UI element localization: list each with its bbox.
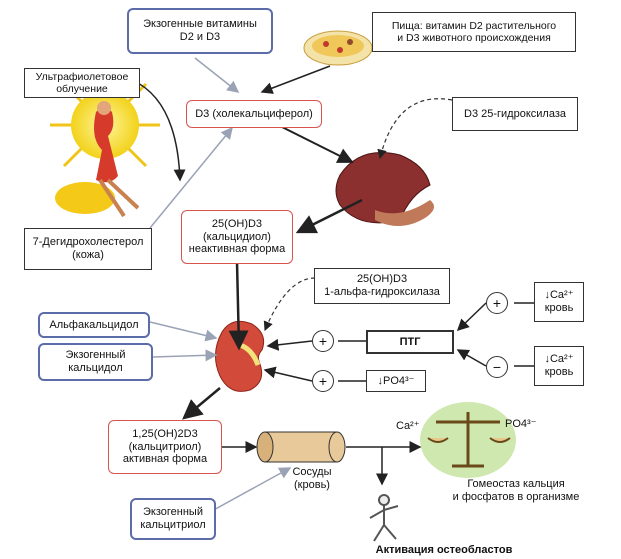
minus-sign-1: − bbox=[486, 356, 508, 378]
osteoblast-activation-label: Активация остеобластов bbox=[375, 544, 513, 556]
food-plate-image bbox=[303, 30, 373, 66]
liver-image bbox=[335, 152, 434, 227]
vessels-label: Сосуды (кровь) bbox=[292, 466, 332, 491]
plus-sign-2: + bbox=[312, 330, 334, 352]
food-source-box: Пища: витамин D2 растительного и D3 живо… bbox=[372, 12, 576, 52]
sunbathing-woman-image bbox=[50, 70, 160, 218]
exogenous-calcidol-box: Экзогенный кальцидол bbox=[38, 343, 153, 381]
7-dehydrocholesterol-box: 7-Дегидрохолестерол (кожа) bbox=[24, 228, 152, 270]
1-alpha-hydroxylase-box: 25(OH)D3 1-альфа-гидроксилаза bbox=[314, 268, 450, 304]
d3-cholecalciferol-box: D3 (холекальциферол) bbox=[186, 100, 322, 128]
homeostasis-label: Гомеостаз кальция и фосфатов в организме bbox=[452, 478, 580, 503]
phosphate-scale-label: PO4³⁻ bbox=[505, 418, 537, 430]
skeleton-image bbox=[369, 494, 399, 542]
calcitriol-box: 1,25(OH)2D3 (кальцитриол) активная форма bbox=[108, 420, 222, 474]
exogenous-vitamins-box: Экзогенные витамины D2 и D3 bbox=[127, 8, 273, 54]
arrows bbox=[131, 57, 534, 513]
d3-25-hydroxylase-box: D3 25-гидроксилаза bbox=[452, 97, 578, 131]
plus-sign-3: + bbox=[312, 370, 334, 392]
calcium-scale-label: Ca²⁺ bbox=[396, 420, 420, 432]
balance-scale-image bbox=[420, 402, 516, 478]
pth-box: ПТГ bbox=[366, 330, 454, 354]
low-calcium-box-1: ↓Ca²⁺ кровь bbox=[534, 282, 584, 322]
low-calcium-box-2: ↓Ca²⁺ кровь bbox=[534, 346, 584, 386]
calcidiol-box: 25(OH)D3 (кальцидиол) неактивная форма bbox=[181, 210, 293, 264]
low-phosphate-box: ↓PO4³⁻ bbox=[366, 370, 426, 392]
plus-sign-1: + bbox=[486, 292, 508, 314]
exogenous-calcitriol-box: Экзогенный кальцитриол bbox=[130, 498, 216, 540]
uv-irradiation-box: Ультрафиолетовое облучение bbox=[24, 68, 140, 98]
blood-vessel-image bbox=[256, 431, 346, 463]
alfacalcidol-box: Альфакальцидол bbox=[38, 312, 150, 338]
